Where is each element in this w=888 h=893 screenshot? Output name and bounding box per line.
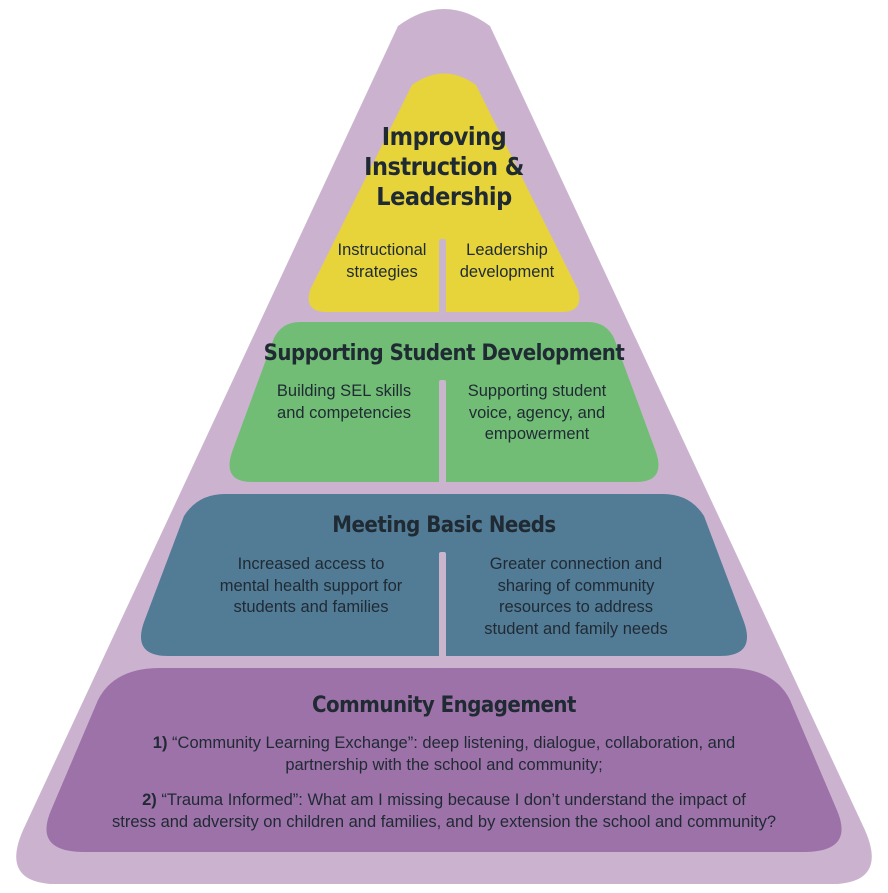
- tier-base-item-2-text: “Trauma Informed”: What am I missing bec…: [161, 791, 746, 809]
- tier-top-title-line-2: Instruction &: [364, 152, 524, 181]
- tier-third-left-line-2: mental health support for: [219, 576, 403, 595]
- tier-top-right-text: Leadership development: [448, 240, 566, 283]
- tier-second-left-line-2: and competencies: [277, 403, 411, 422]
- tier-top-shape: [308, 73, 580, 312]
- tier-base-item-1-line-2: partnership with the school and communit…: [285, 755, 603, 774]
- tier-third-right-line-4: student and family needs: [484, 619, 668, 638]
- tier-base-item-1-number: 1): [152, 734, 168, 752]
- tier-base-item-2-line-2: stress and adversity on children and fam…: [111, 812, 777, 831]
- tier-third-right-line-2: sharing of community: [497, 576, 655, 595]
- tier-third-right-line-3: resources to address: [498, 598, 654, 616]
- tier-top-divider: [439, 239, 446, 315]
- tier-base-item-1-line-1: 1) “Community Learning Exchange”: deep l…: [60, 733, 828, 755]
- tier-top-left-text: Instructional strategies: [324, 240, 440, 283]
- tier-top-title-line-3: Leadership: [376, 182, 512, 211]
- tier-top-left-line-2: strategies: [346, 262, 418, 281]
- tier-third-left-text: Increased access to mental health suppor…: [186, 554, 436, 619]
- tier-top-title: Improving Instruction & Leadership: [334, 122, 554, 212]
- tier-top-title-line-1: Improving: [381, 122, 507, 151]
- tier-third-left-line-3: students and families: [233, 598, 389, 616]
- tier-top-right-line-1: Leadership: [466, 241, 548, 259]
- tier-base-item-1: 1) “Community Learning Exchange”: deep l…: [60, 733, 828, 776]
- tier-second-right-text: Supporting student voice, agency, and em…: [448, 381, 626, 446]
- tier-top-left-line-1: Instructional: [337, 241, 427, 259]
- tier-third-right-text: Greater connection and sharing of commun…: [450, 554, 702, 640]
- tier-base-item-2: 2) “Trauma Informed”: What am I missing …: [60, 790, 828, 833]
- tier-second-right-line-2: voice, agency, and: [468, 403, 606, 422]
- tier-top-right-line-2: development: [459, 262, 555, 281]
- tier-second-right-line-3: empowerment: [484, 425, 590, 443]
- tier-third-right-line-1: Greater connection and: [489, 555, 663, 573]
- tier-second-right-line-1: Supporting student: [467, 382, 607, 400]
- tier-base-shape: [46, 668, 842, 852]
- tier-base-item-2-line-1: 2) “Trauma Informed”: What am I missing …: [60, 790, 828, 812]
- tier-second-title: Supporting Student Development: [263, 341, 625, 366]
- tier-second-divider: [439, 380, 446, 484]
- tier-third-left-line-1: Increased access to: [237, 555, 385, 573]
- tier-base-item-1-text: “Community Learning Exchange”: deep list…: [172, 734, 736, 752]
- tier-base-title: Community Engagement: [312, 693, 576, 718]
- tier-second-left-line-1: Building SEL skills: [276, 382, 412, 400]
- tier-second-left-text: Building SEL skills and competencies: [250, 381, 438, 424]
- tier-third-title: Meeting Basic Needs: [332, 513, 556, 538]
- tier-base-item-2-number: 2): [142, 791, 157, 809]
- tier-third-divider: [439, 552, 446, 658]
